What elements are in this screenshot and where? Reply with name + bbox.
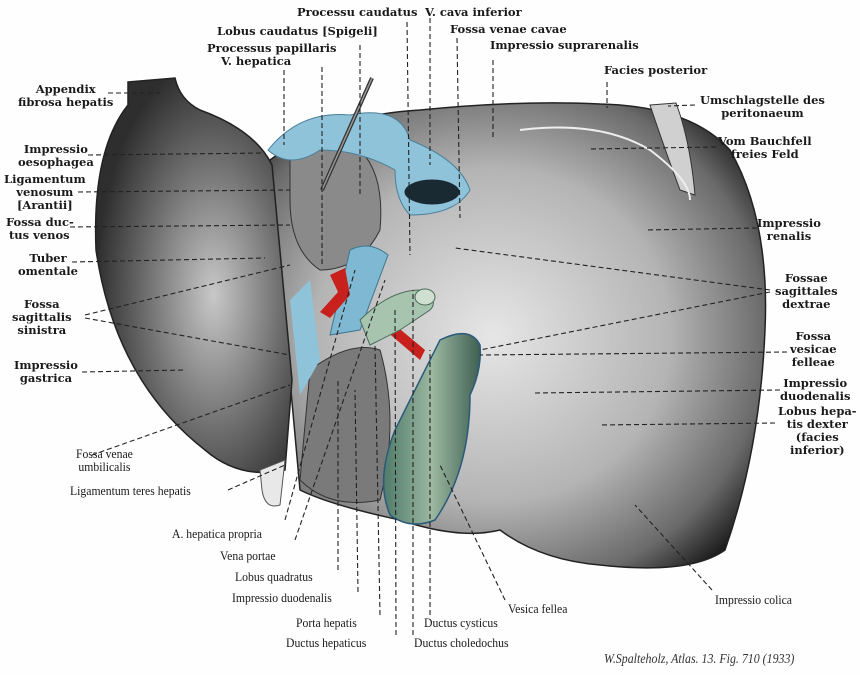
label-line: fibrosa hepatis <box>18 95 114 109</box>
label-fossa-venae-cavae: Fossa venae cavae <box>450 22 567 36</box>
label-line: tis dexter <box>786 417 848 431</box>
label-line: Vom Bauchfell <box>718 134 812 148</box>
label-processus-papillaris: Processus papillaris <box>207 41 337 55</box>
label-fossa-ductus-venos: Fossa duc-tus venos <box>6 216 74 242</box>
label-line: Fossae <box>784 271 828 285</box>
label-line: oesophagea <box>18 155 94 169</box>
label-line: tus venos <box>9 228 70 242</box>
label-line: Fossa <box>795 329 832 343</box>
gallbladder <box>382 332 482 525</box>
label-impressio-colica: Impressio colica <box>715 592 793 607</box>
figure-credit: W.Spalteholz, Atlas. 13. Fig. 710 (1933) <box>604 652 795 667</box>
label-impressio-duodenalis-bottom: Impressio duodenalis <box>232 590 332 605</box>
label-line: omentale <box>18 264 78 278</box>
label-facies-posterior: Facies posterior <box>604 63 708 77</box>
label-line: sagittalis <box>12 310 72 324</box>
label-line: Fossa duc- <box>6 215 74 229</box>
label-ductus-choledochus: Ductus choledochus <box>414 635 509 650</box>
label-line: Impressio <box>23 142 88 156</box>
label-line: Lobus hepa- <box>778 404 857 418</box>
label-line: Umschlagstelle des <box>700 93 825 107</box>
label-impressio-suprarenalis: Impressio suprarenalis <box>490 38 639 52</box>
artery <box>320 268 425 360</box>
label-line: Impressio <box>783 376 848 390</box>
label-line: duodenalis <box>780 389 851 403</box>
label-line: renalis <box>766 229 812 243</box>
label-processu-caudatus: Processu caudatus <box>297 5 418 19</box>
label-lobus-quadratus: Lobus quadratus <box>235 569 313 584</box>
label-line: gastrica <box>19 371 73 385</box>
label-v-hepatica: V. hepatica <box>221 54 292 68</box>
label-line: (facies <box>795 430 839 444</box>
label-line: umbilicalis <box>78 459 131 474</box>
label-line: Impressio <box>14 358 78 372</box>
label-line: sinistra <box>17 323 67 337</box>
label-line: felleae <box>791 355 835 369</box>
label-line: Appendix <box>35 82 96 96</box>
probe <box>320 77 374 191</box>
label-line: vesicae <box>790 342 837 356</box>
label-v-cava-inferior: V. cava inferior <box>425 5 522 19</box>
label-ligamentum-teres: Ligamentum teres hepatis <box>70 483 191 498</box>
left-lobe <box>94 77 293 507</box>
label-line: freies Feld <box>730 147 799 161</box>
label-line: peritonaeum <box>721 106 804 120</box>
label-line: dextrae <box>782 297 831 311</box>
label-ductus-hepaticus: Ductus hepaticus <box>286 635 367 650</box>
label-a-hepatica-propria: A. hepatica propria <box>172 526 262 541</box>
label-line: Impressio <box>757 216 821 230</box>
label-line: Fossa venae <box>76 446 133 461</box>
label-line: Ligamentum <box>4 172 86 186</box>
label-porta-hepatis: Porta hepatis <box>296 615 357 630</box>
bile-ducts <box>359 288 436 346</box>
label-lobus-caudatus: Lobus caudatus [Spigeli] <box>217 24 378 38</box>
label-line: [Arantii] <box>16 198 73 212</box>
label-ductus-cysticus: Ductus cysticus <box>424 615 498 630</box>
label-line: venosum <box>16 185 74 199</box>
label-line: sagittales <box>775 284 838 298</box>
label-line: Fossa <box>24 297 60 311</box>
label-line: Tuber <box>29 251 67 265</box>
label-vena-portae: Vena portae <box>220 548 276 563</box>
leader-lines <box>69 18 788 636</box>
label-line: inferior) <box>790 443 845 457</box>
label-vesica-fellea: Vesica fellea <box>508 601 568 616</box>
caudate-region <box>289 146 391 503</box>
